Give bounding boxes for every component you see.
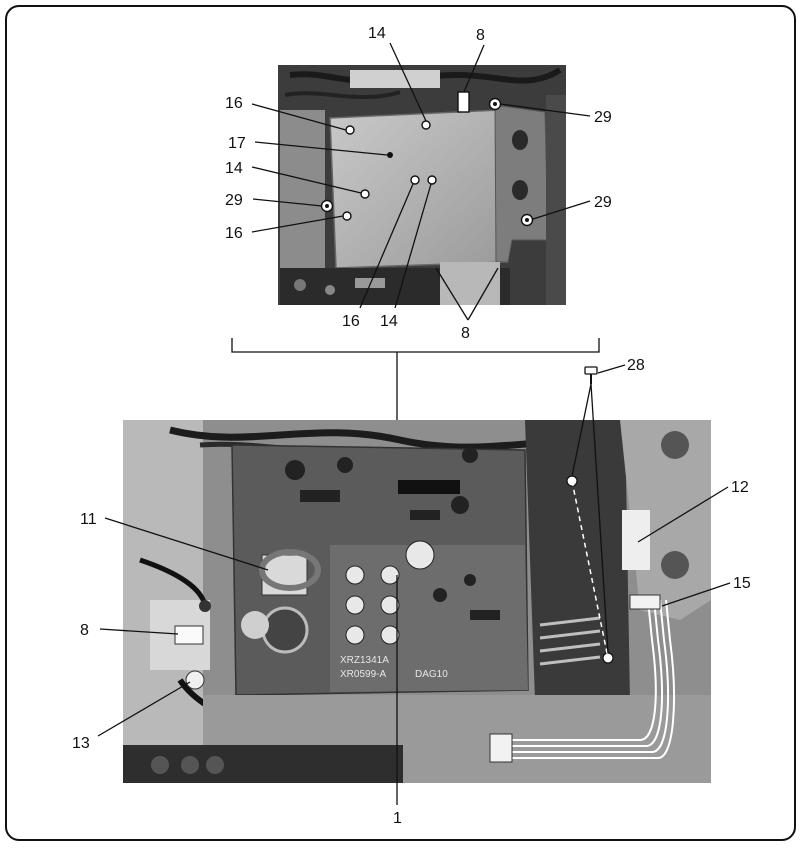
callout-13: 13 [72,735,90,752]
board-marking-code: DAG10 [415,669,448,680]
callout-8-top: 8 [476,27,485,44]
callout-29-right-upper: 29 [594,109,612,126]
callout-14-top: 14 [368,25,386,42]
board-marking-revision: XR0599-A [340,669,386,680]
callout-28: 28 [627,357,645,374]
callout-14-bottom: 14 [380,313,398,330]
callout-16-upper: 16 [225,95,243,112]
callout-8-lower: 8 [80,622,89,639]
callout-labels: 14 8 16 29 17 14 29 29 16 16 14 8 28 12 … [72,25,751,827]
bottom-photo: XRZ1341A XR0599-A DAG10 [123,420,711,783]
callout-15: 15 [733,575,751,592]
screw-icon [584,366,598,384]
callout-17: 17 [228,135,246,152]
callout-14-left: 14 [225,160,243,177]
callout-12: 12 [731,479,749,496]
callout-29-right-lower: 29 [594,194,612,211]
board-marking-part-number: XRZ1341A [340,655,389,666]
top-photo [278,65,566,305]
diagram-frame [5,5,796,841]
callout-16-lower: 16 [225,225,243,242]
callout-11: 11 [80,511,97,528]
callout-8-bottom: 8 [461,325,470,342]
callout-16-bottom: 16 [342,313,360,330]
leader-lines [97,42,731,805]
callout-1: 1 [393,810,402,827]
callout-29-left: 29 [225,192,243,209]
